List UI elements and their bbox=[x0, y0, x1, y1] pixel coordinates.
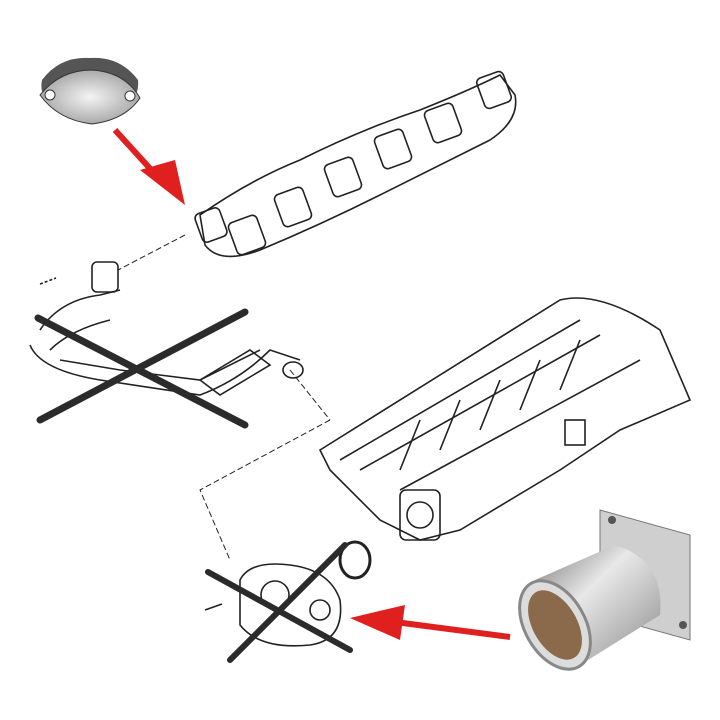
egr-blanking-plate bbox=[39, 57, 141, 125]
cross-out-valve bbox=[205, 542, 353, 663]
egr-delete-pipe bbox=[518, 509, 691, 671]
cross-out-pipe bbox=[34, 308, 249, 429]
arrow-icon bbox=[112, 127, 185, 205]
egr-pipe bbox=[29, 234, 304, 396]
intake-manifold bbox=[318, 297, 692, 541]
exhaust-manifold bbox=[194, 70, 517, 258]
arrow-icon bbox=[350, 605, 511, 640]
gasket-ring bbox=[338, 540, 372, 580]
manifold-flanges bbox=[194, 70, 513, 256]
